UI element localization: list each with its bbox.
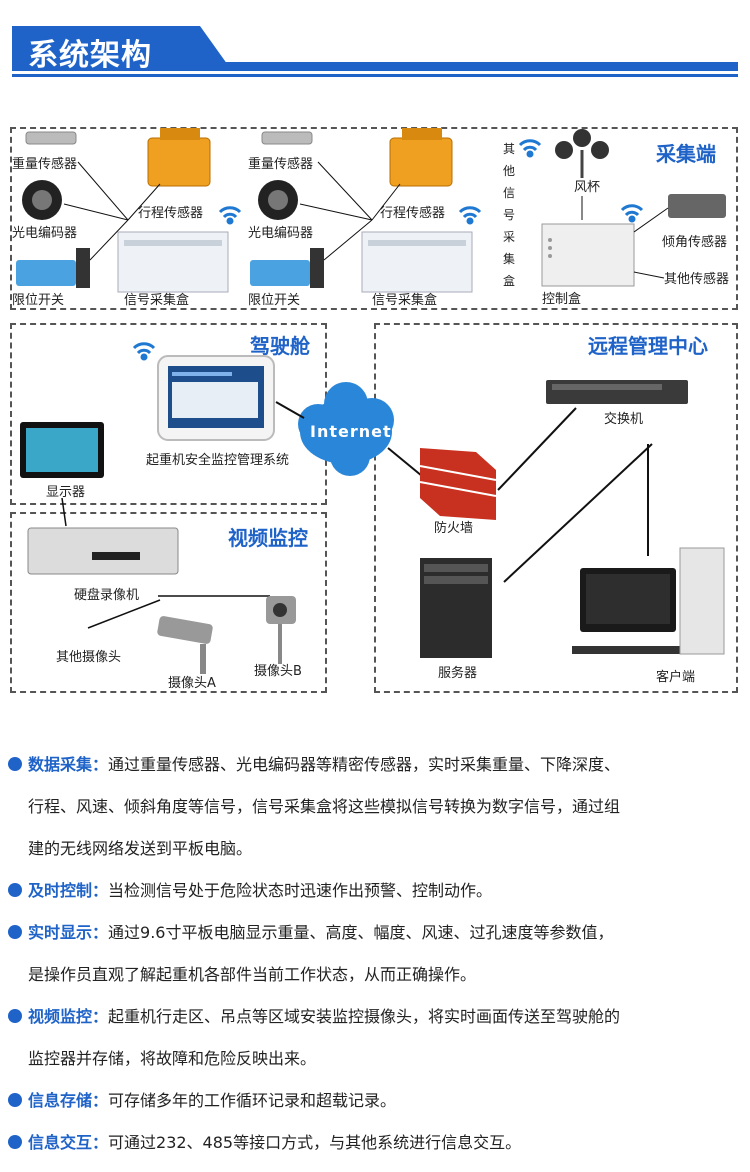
label-other-camera: 其他摄像头 (56, 650, 122, 665)
page-title: 系统架构 (28, 38, 152, 73)
label-limit-switch-1: 限位开关 (12, 293, 65, 308)
label-weight-sensor-1: 重量传感器 (12, 157, 78, 172)
bullet-dot-icon (8, 1009, 22, 1023)
feature-line: 是操作员直观了解起重机各部件当前工作状态，从而正确操作。 (28, 965, 477, 984)
tablet-device (157, 355, 275, 441)
cab-title: 驾驶舱 (250, 334, 310, 358)
encoder-1 (22, 180, 62, 220)
tilt-sensor (668, 194, 726, 218)
feature-line: 信息存储：可存储多年的工作循环记录和超载记录。 (8, 1080, 738, 1122)
network-graphics (20, 342, 725, 674)
feature-line: 监控器并存储，将故障和危险反映出来。 (28, 1049, 317, 1068)
server-device (420, 558, 492, 658)
anemometer-icon (555, 129, 609, 178)
acquisition-panel (10, 127, 738, 310)
feature-line: 数据采集：通过重量传感器、光电编码器等精密传感器，实时采集重量、下降深度、 (8, 744, 738, 786)
wifi-icon (218, 206, 242, 225)
label-tablet: 起重机安全监控管理系统 (146, 453, 290, 468)
label-encoder-1: 光电编码器 (12, 226, 78, 241)
feature-line: 建的无线网络发送到平板电脑。 (28, 839, 253, 858)
label-other-sensor: 其他传感器 (664, 272, 730, 287)
dvr-device (27, 527, 179, 575)
control-box (541, 223, 635, 287)
wifi-icon (132, 342, 156, 361)
label-camera-a: 摄像头A (168, 676, 216, 691)
label-camera-b: 摄像头B (254, 664, 302, 679)
wifi-icon (518, 139, 542, 158)
bullet-dot-icon (8, 1093, 22, 1107)
switch-device (546, 380, 688, 404)
label-firewall: 防火墙 (434, 521, 474, 536)
feature-line: 实时显示：通过9.6寸平板电脑显示重量、高度、幅度、风速、过孔速度等参数值， (8, 912, 738, 954)
label-stroke-sensor-1: 行程传感器 (138, 206, 204, 221)
label-stroke-sensor-2: 行程传感器 (380, 206, 446, 221)
feature-line: 及时控制：当检测信号处于危险状态时迅速作出预警、控制动作。 (8, 870, 738, 912)
label-dvr: 硬盘录像机 (74, 588, 140, 603)
bullet-dot-icon (8, 1135, 22, 1149)
label-monitor: 显示器 (46, 485, 86, 500)
stroke-sensor-1 (147, 128, 211, 187)
label-switch: 交换机 (604, 412, 644, 427)
video-panel (10, 512, 327, 693)
label-control-box: 控制盒 (542, 292, 582, 307)
stroke-sensor-2 (389, 128, 453, 187)
label-encoder-2: 光电编码器 (248, 226, 314, 241)
acquisition-graphics (16, 128, 726, 293)
limit-switch-2 (250, 248, 324, 288)
label-internet: Internet (310, 422, 392, 441)
bullet-dot-icon (8, 925, 22, 939)
signal-box-1 (117, 231, 229, 293)
feature-line: 视频监控：起重机行走区、吊点等区域安装监控摄像头，将实时画面传送至驾驶舱的 (8, 996, 738, 1038)
encoder-2 (258, 180, 298, 220)
load-cell-1 (25, 131, 77, 145)
bullet-dot-icon (8, 883, 22, 897)
feature-line: 信息交互：可通过232、485等接口方式，与其他系统进行信息交互。 (8, 1122, 738, 1164)
label-server: 服务器 (438, 666, 478, 681)
header-banner (12, 26, 738, 77)
feature-line: 行程、风速、倾斜角度等信号，信号采集盒将这些模拟信号转换为数字信号，通过组 (28, 797, 621, 816)
label-signal-box-1: 信号采集盒 (124, 293, 190, 308)
wifi-icon (620, 204, 644, 223)
limit-switch-1 (16, 248, 90, 288)
label-client: 客户端 (656, 670, 696, 685)
label-signal-box-2: 信号采集盒 (372, 293, 438, 308)
label-tilt-sensor: 倾角传感器 (662, 235, 728, 250)
firewall-icon (419, 448, 497, 520)
client-pc (572, 547, 725, 655)
load-cell-2 (261, 131, 313, 145)
remote-title: 远程管理中心 (588, 334, 708, 358)
label-limit-switch-2: 限位开关 (248, 293, 301, 308)
label-other-signal-boxes: 其他信号采集盒 (502, 142, 515, 288)
remote-panel (374, 323, 738, 693)
wifi-icon (458, 206, 482, 225)
camera-a (157, 616, 213, 674)
bullet-dot-icon (8, 757, 22, 771)
label-anemometer: 风杯 (574, 180, 601, 195)
video-title: 视频监控 (228, 526, 308, 550)
signal-box-2 (361, 231, 473, 293)
camera-b (266, 596, 296, 664)
monitor-device (20, 422, 104, 478)
internet-cloud (298, 382, 394, 476)
acquisition-title: 采集端 (656, 142, 716, 166)
label-weight-sensor-2: 重量传感器 (248, 157, 314, 172)
